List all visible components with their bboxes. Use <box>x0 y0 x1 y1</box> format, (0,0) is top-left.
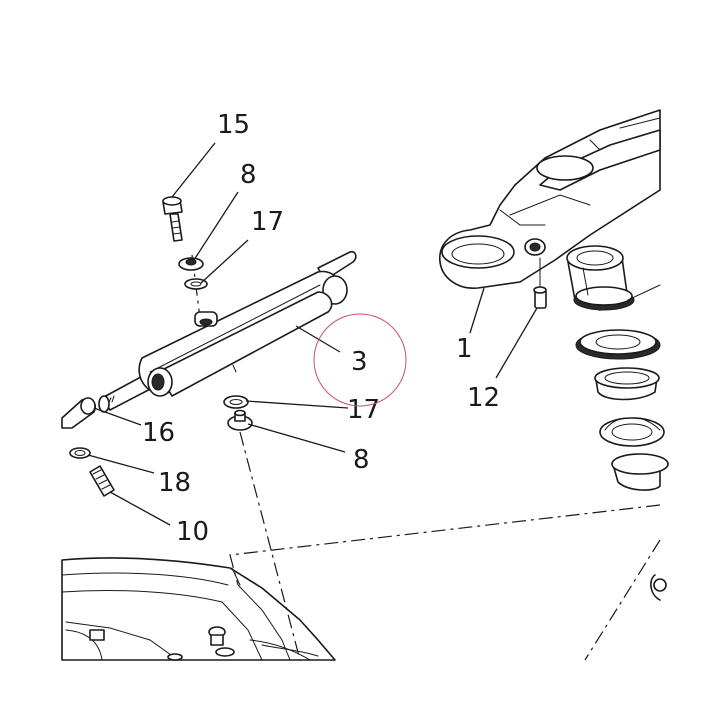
washer-part-17-top <box>184 278 208 290</box>
label-part-16: 16 <box>142 418 175 448</box>
top-yoke-part-1 <box>439 109 661 289</box>
highlight-circle-part-3 <box>313 313 407 407</box>
washer-part-17-bottom <box>223 395 249 409</box>
leader-lines <box>87 142 538 526</box>
bushing-part-8-bottom <box>227 409 253 431</box>
label-part-12: 12 <box>467 383 500 413</box>
rod-end-part-16 <box>61 397 97 429</box>
bolt-part-10 <box>89 465 115 497</box>
bolt-part-15 <box>162 196 183 242</box>
label-part-1: 1 <box>456 334 473 364</box>
label-part-18: 18 <box>158 468 191 498</box>
label-part-8-bottom: 8 <box>353 445 370 475</box>
label-part-17-bottom: 17 <box>347 395 380 425</box>
part-number-labels: 15 8 17 3 17 8 16 18 10 1 12 <box>142 110 500 547</box>
bushing-part-8-top <box>178 257 204 271</box>
bolt-part-12 <box>533 257 547 309</box>
label-part-17-top: 17 <box>251 207 284 237</box>
label-part-10: 10 <box>176 517 209 547</box>
frame-section <box>61 557 336 661</box>
label-part-8-top: 8 <box>240 160 257 190</box>
washer-part-18 <box>69 447 91 459</box>
label-part-15: 15 <box>217 110 250 140</box>
steering-head-stack <box>566 245 669 601</box>
label-part-3: 3 <box>351 347 368 377</box>
steering-damper-part-3 <box>98 250 357 413</box>
